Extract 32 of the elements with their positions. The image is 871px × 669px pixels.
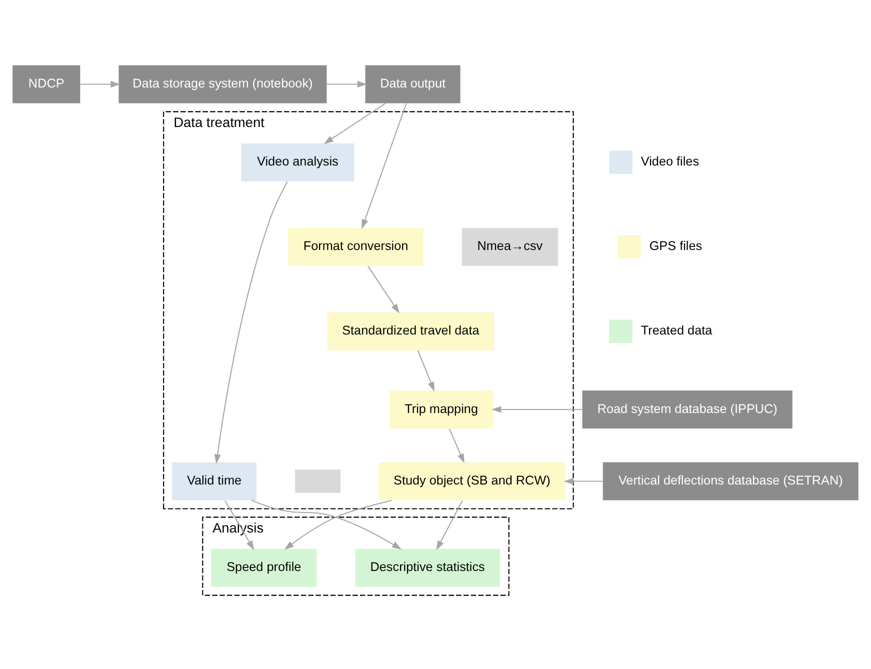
node-box: Nmea→csv xyxy=(462,228,558,266)
node-box: Road system database (IPPUC) xyxy=(582,390,792,428)
node-box: Video analysis xyxy=(241,143,354,182)
arrow xyxy=(564,478,603,485)
arrow xyxy=(368,266,400,314)
arrow xyxy=(284,500,392,550)
node-box: Vertical deflections database (SETRAN) xyxy=(602,462,858,500)
node-box: Speed profile xyxy=(211,548,317,587)
node-box xyxy=(295,470,340,493)
arrow xyxy=(436,500,463,550)
node-box: Valid time xyxy=(172,462,256,500)
legend-label: GPS files xyxy=(649,239,702,254)
legend-label: Treated data xyxy=(640,324,712,338)
node-box: Descriptive statistics xyxy=(355,548,500,587)
node-box: NDCP xyxy=(12,65,80,104)
arrow xyxy=(214,182,288,464)
node-box: Format conversion xyxy=(288,228,424,266)
arrow xyxy=(417,350,434,392)
legend-label: Video files xyxy=(640,154,700,169)
node-box: Study object (SB and RCW) xyxy=(378,462,566,500)
arrow xyxy=(251,500,402,550)
arrow xyxy=(362,103,407,230)
arrow xyxy=(80,80,120,88)
arrow xyxy=(324,102,386,144)
node-box: Data output xyxy=(365,65,460,104)
arrow xyxy=(492,406,582,413)
node-box: Trip mapping xyxy=(390,390,494,428)
node-box: Standardized travel data xyxy=(327,312,494,350)
arrow xyxy=(448,428,464,464)
node-box: Data storage system (notebook) xyxy=(118,65,327,104)
arrow xyxy=(327,80,367,88)
arrow xyxy=(224,500,254,550)
